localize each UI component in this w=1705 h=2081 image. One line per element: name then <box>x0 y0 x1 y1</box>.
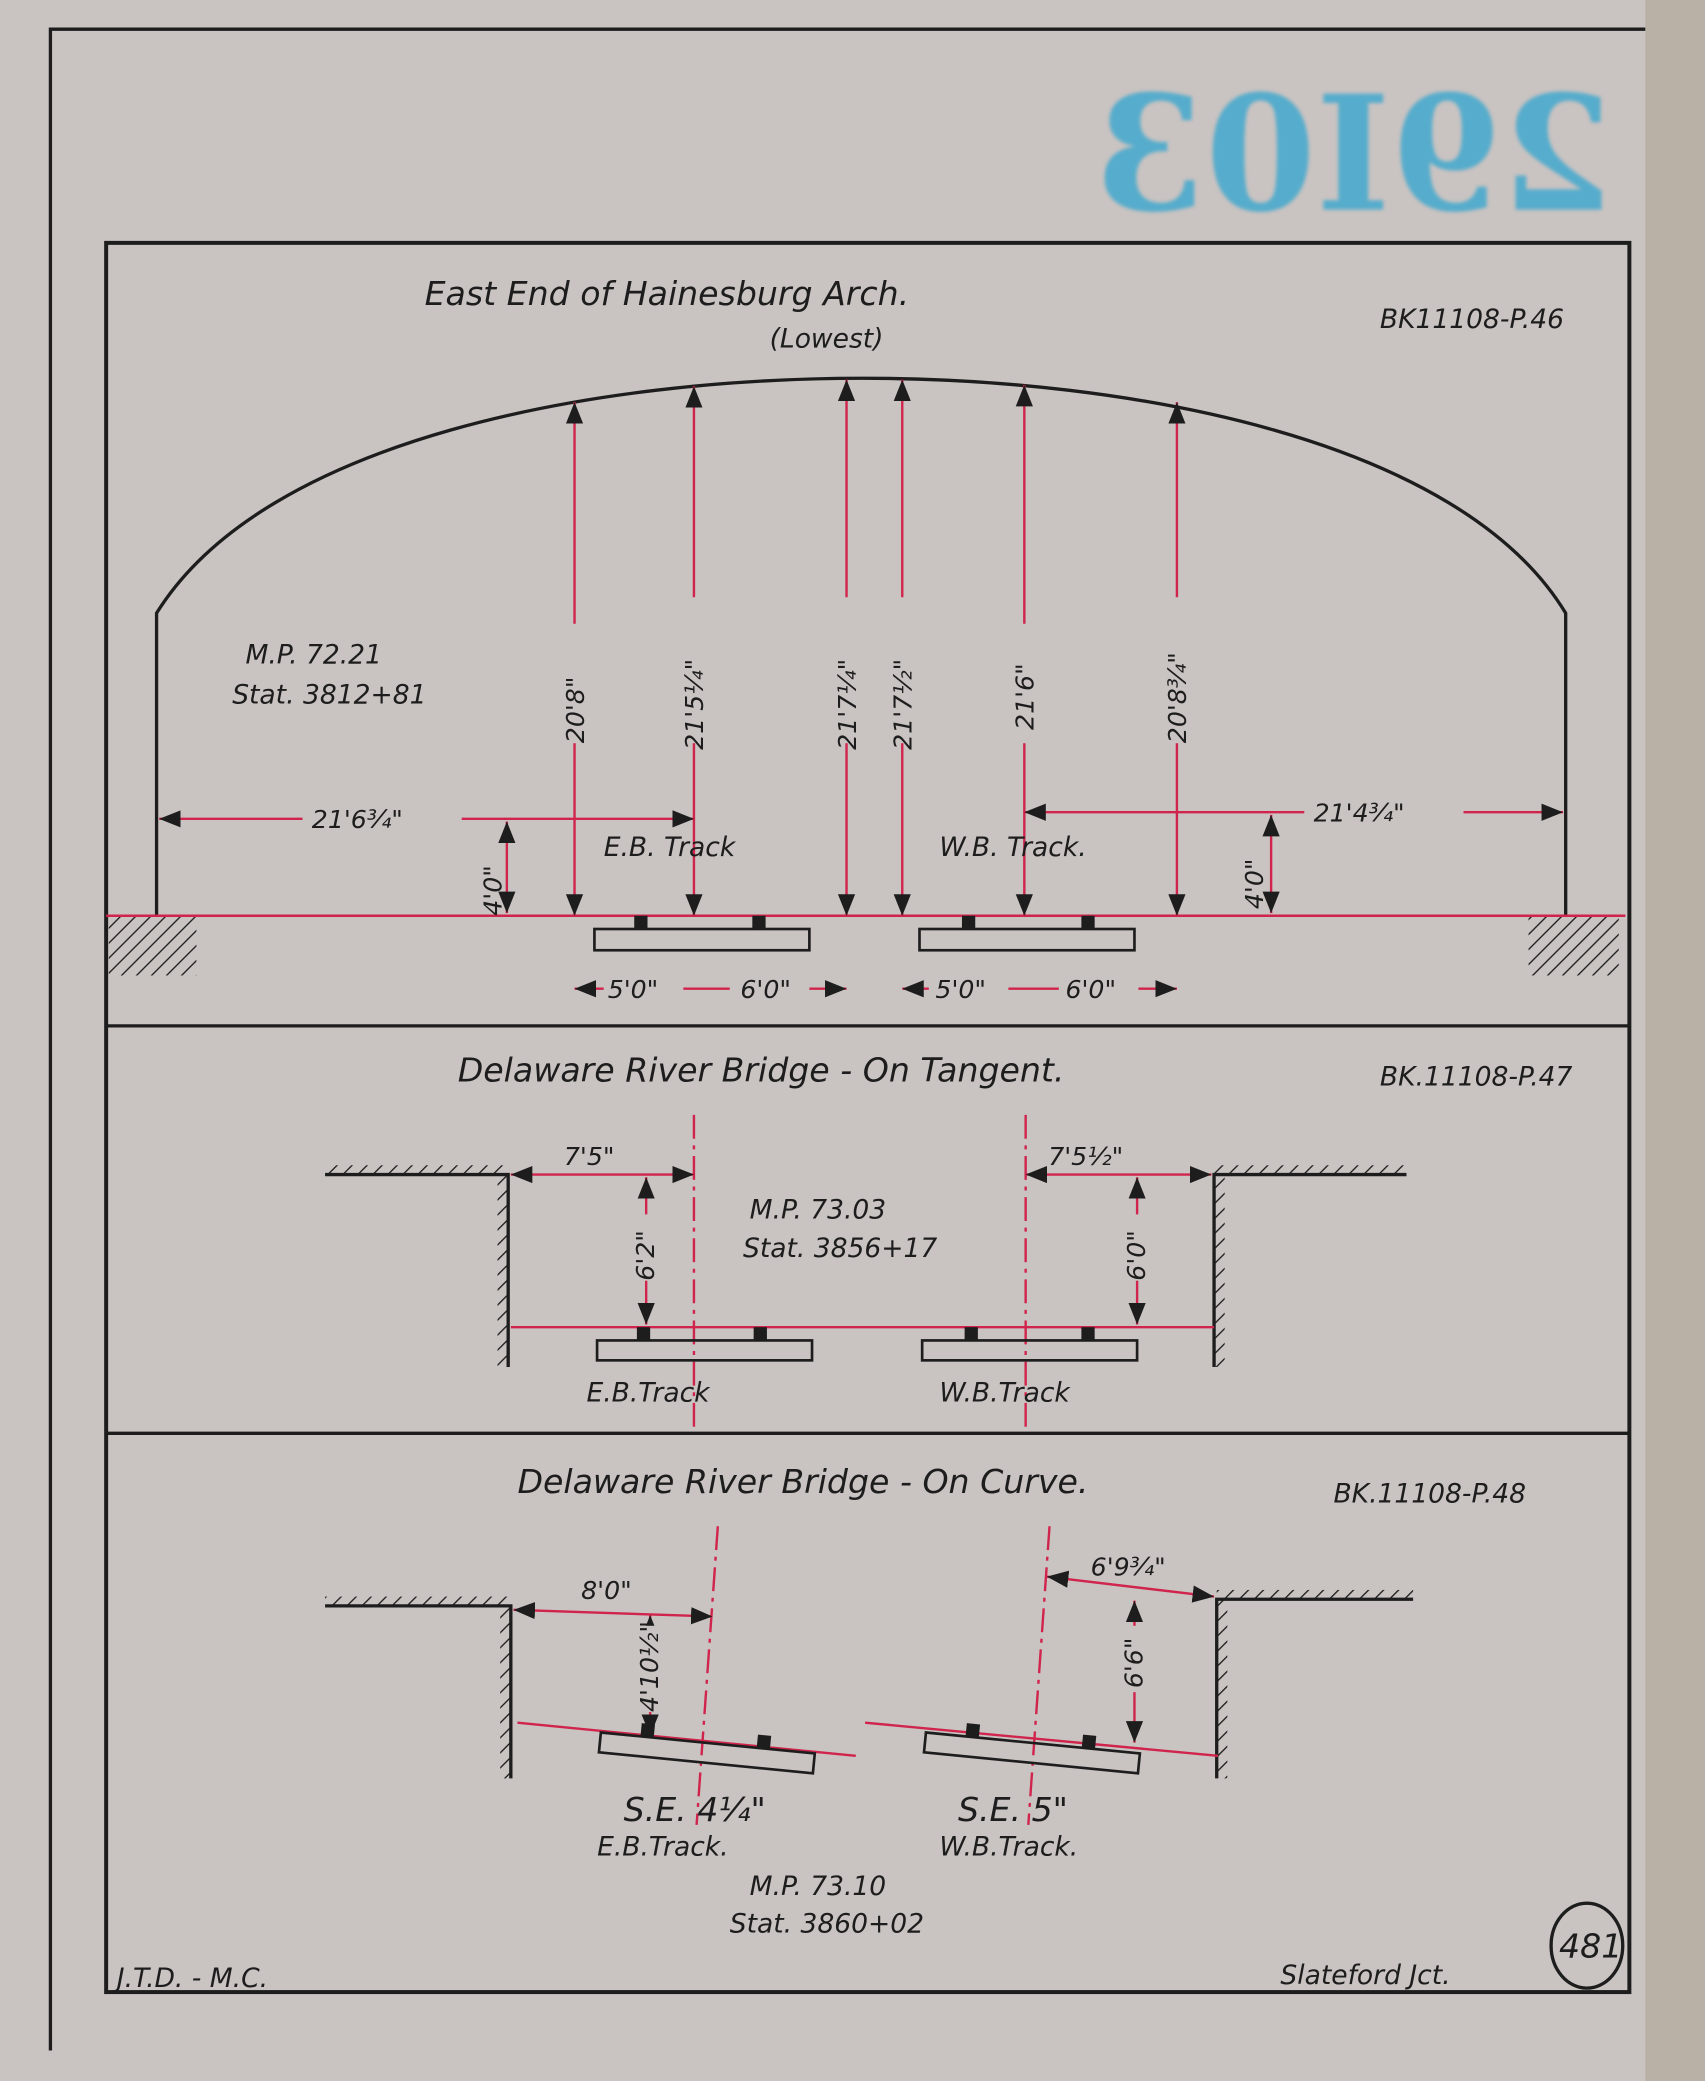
right-clearance: 21'4¾" <box>1314 799 1405 828</box>
wb-track-label: W.B.Track <box>939 1377 1071 1408</box>
offset-label: 6'0" <box>1065 975 1116 1004</box>
drafter-initials: J.T.D. - M.C. <box>112 1963 268 1994</box>
right-height: 6'6" <box>1119 1638 1148 1689</box>
inner-frame <box>104 240 1632 1995</box>
left-clearance: 8'0" <box>581 1576 632 1605</box>
location-label: Slateford Jct. <box>1280 1960 1450 1991</box>
section-title: Delaware River Bridge - On Tangent. <box>458 1051 1065 1090</box>
station: Stat. 3856+17 <box>743 1233 937 1264</box>
rail-height-right: 4'0" <box>1240 859 1269 910</box>
station: Stat. 3812+81 <box>232 679 426 710</box>
book-reference: BK.11108-P.48 <box>1333 1478 1526 1509</box>
height-label: 20'8¾" <box>1163 652 1192 743</box>
left-height: 6'2" <box>631 1230 660 1281</box>
wb-track-label: W.B.Track. <box>939 1831 1078 1862</box>
rail-height-left: 4'0" <box>479 865 508 916</box>
mile-post: M.P. 73.10 <box>750 1871 886 1902</box>
eb-track-label: E.B.Track <box>586 1377 711 1408</box>
height-label: 21'6" <box>1011 663 1040 730</box>
wb-superelevation: S.E. 5" <box>958 1790 1068 1829</box>
book-reference: BK11108-P.46 <box>1380 304 1564 335</box>
page-number: 481 <box>1559 1927 1622 1966</box>
outer-border <box>48 27 1646 2051</box>
left-clearance: 21'6¾" <box>312 805 403 834</box>
left-clearance: 7'5" <box>564 1142 615 1171</box>
wb-track-tie <box>918 927 1136 952</box>
height-label: 21'5¼" <box>680 659 709 750</box>
height-label: 20'8" <box>561 677 590 744</box>
right-abutment <box>1528 915 1619 976</box>
offset-label: 5'0" <box>935 975 986 1004</box>
section-title: East End of Hainesburg Arch. <box>425 274 910 313</box>
height-label: 21'7¼" <box>833 659 862 750</box>
section-title: Delaware River Bridge - On Curve. <box>517 1462 1088 1501</box>
height-label: 21'7½" <box>889 659 918 750</box>
left-height: 4'10½" <box>635 1621 664 1712</box>
eb-track-label: E.B.Track. <box>597 1831 729 1862</box>
arch-outline <box>154 376 1568 916</box>
wb-track-label: W.B. Track. <box>939 832 1086 863</box>
mile-post: M.P. 72.21 <box>245 640 381 671</box>
right-height: 6'0" <box>1122 1230 1151 1281</box>
left-abutment <box>108 915 197 976</box>
section-bridge-curve: Delaware River Bridge - On Curve. BK.111… <box>325 1462 1526 1939</box>
stamp: 29I03 <box>1095 60 1613 248</box>
eb-superelevation: S.E. 4¼" <box>624 1790 766 1829</box>
eb-track-label: E.B. Track <box>604 832 737 863</box>
right-clearance: 7'5½" <box>1048 1142 1123 1171</box>
eb-track-tie <box>593 927 811 952</box>
page-number-circle <box>1549 1901 1625 1990</box>
right-clearance: 6'9¾" <box>1091 1552 1166 1581</box>
section-bridge-tangent: Delaware River Bridge - On Tangent. BK.1… <box>325 1051 1573 1427</box>
station: Stat. 3860+02 <box>730 1908 924 1939</box>
offset-label: 6'0" <box>740 975 791 1004</box>
section-subtitle: (Lowest) <box>770 324 884 355</box>
offset-label: 5'0" <box>608 975 659 1004</box>
mile-post: M.P. 73.03 <box>750 1194 886 1225</box>
section-hainesburg-arch: East End of Hainesburg Arch. (Lowest) BK… <box>106 274 1626 1004</box>
book-reference: BK.11108-P.47 <box>1380 1062 1573 1093</box>
